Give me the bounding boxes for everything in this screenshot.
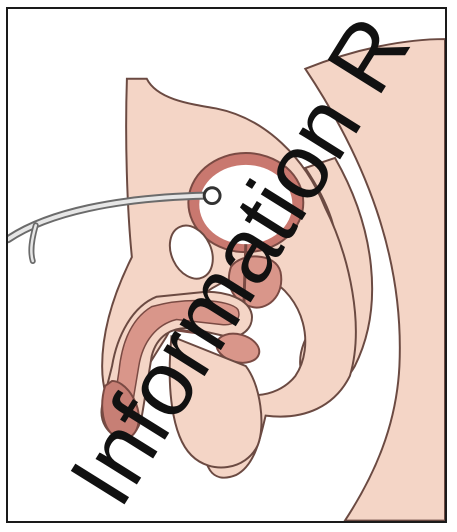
anatomy-illustration xyxy=(8,9,445,521)
figure-frame xyxy=(6,7,447,523)
catheter-balloon xyxy=(204,188,220,204)
